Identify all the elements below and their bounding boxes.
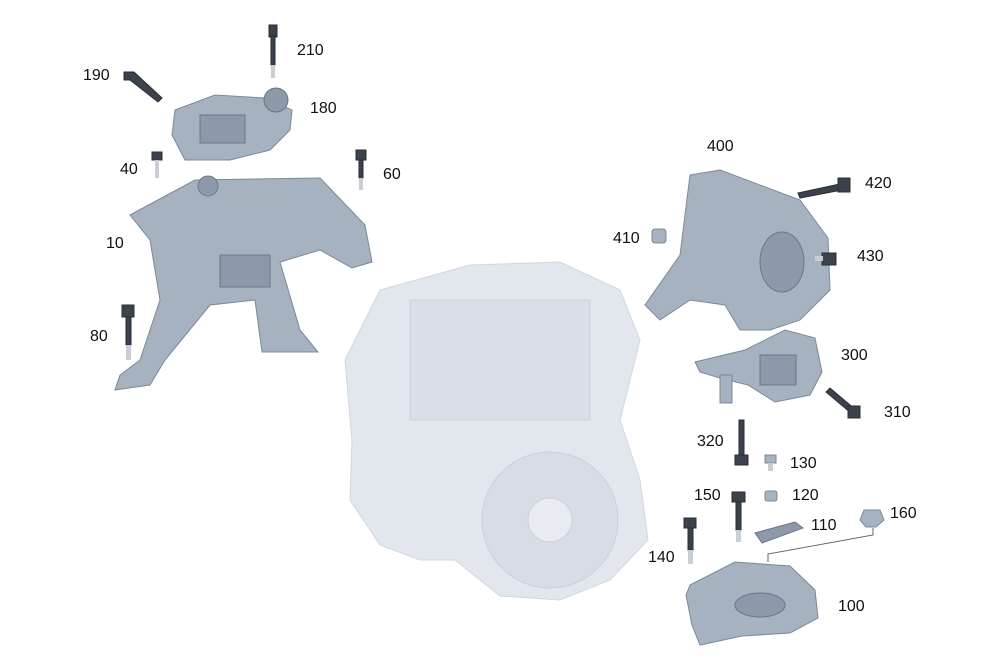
bolt-40 xyxy=(151,151,163,178)
nut-120 xyxy=(764,490,778,502)
callout-130: 130 xyxy=(790,455,817,472)
bolt-150 xyxy=(731,491,746,542)
part-300-mount xyxy=(694,329,823,404)
callout-410: 410 xyxy=(613,230,640,247)
callout-180: 180 xyxy=(310,100,337,117)
leader-line-160 xyxy=(767,528,874,562)
callout-80: 80 xyxy=(90,328,108,345)
part-180-engine-mount xyxy=(171,87,293,161)
part-100-transmission-mount xyxy=(685,561,819,646)
callout-110: 110 xyxy=(811,517,837,534)
bolt-420 xyxy=(797,177,851,199)
callout-120: 120 xyxy=(792,487,819,504)
bolt-190 xyxy=(123,71,163,103)
bolt-210 xyxy=(268,24,278,78)
bolt-320 xyxy=(734,419,749,466)
callout-420: 420 xyxy=(865,175,892,192)
bolt-430 xyxy=(815,252,837,266)
bolt-130 xyxy=(764,454,777,471)
bushing-410 xyxy=(651,228,667,244)
callout-400: 400 xyxy=(707,138,734,155)
callout-100: 100 xyxy=(838,598,865,615)
bolt-140 xyxy=(683,517,697,564)
engine-assembly xyxy=(344,261,649,601)
bolt-310 xyxy=(825,387,861,419)
callout-300: 300 xyxy=(841,347,868,364)
callout-430: 430 xyxy=(857,248,884,265)
callout-160: 160 xyxy=(890,505,917,522)
part-10-mount-bracket xyxy=(114,175,373,391)
callout-40: 40 xyxy=(120,161,138,178)
callout-190: 190 xyxy=(83,67,110,84)
bracket-110 xyxy=(754,521,805,544)
part-400-bracket xyxy=(644,169,831,331)
callout-150: 150 xyxy=(694,487,721,504)
callout-320: 320 xyxy=(697,433,724,450)
nut-160 xyxy=(859,509,885,528)
callout-10: 10 xyxy=(106,235,124,252)
callout-140: 140 xyxy=(648,549,675,566)
bolt-60 xyxy=(355,149,367,190)
bolt-80 xyxy=(121,304,135,360)
callout-210: 210 xyxy=(297,42,324,59)
callout-310: 310 xyxy=(884,404,911,421)
callout-60: 60 xyxy=(383,166,401,183)
